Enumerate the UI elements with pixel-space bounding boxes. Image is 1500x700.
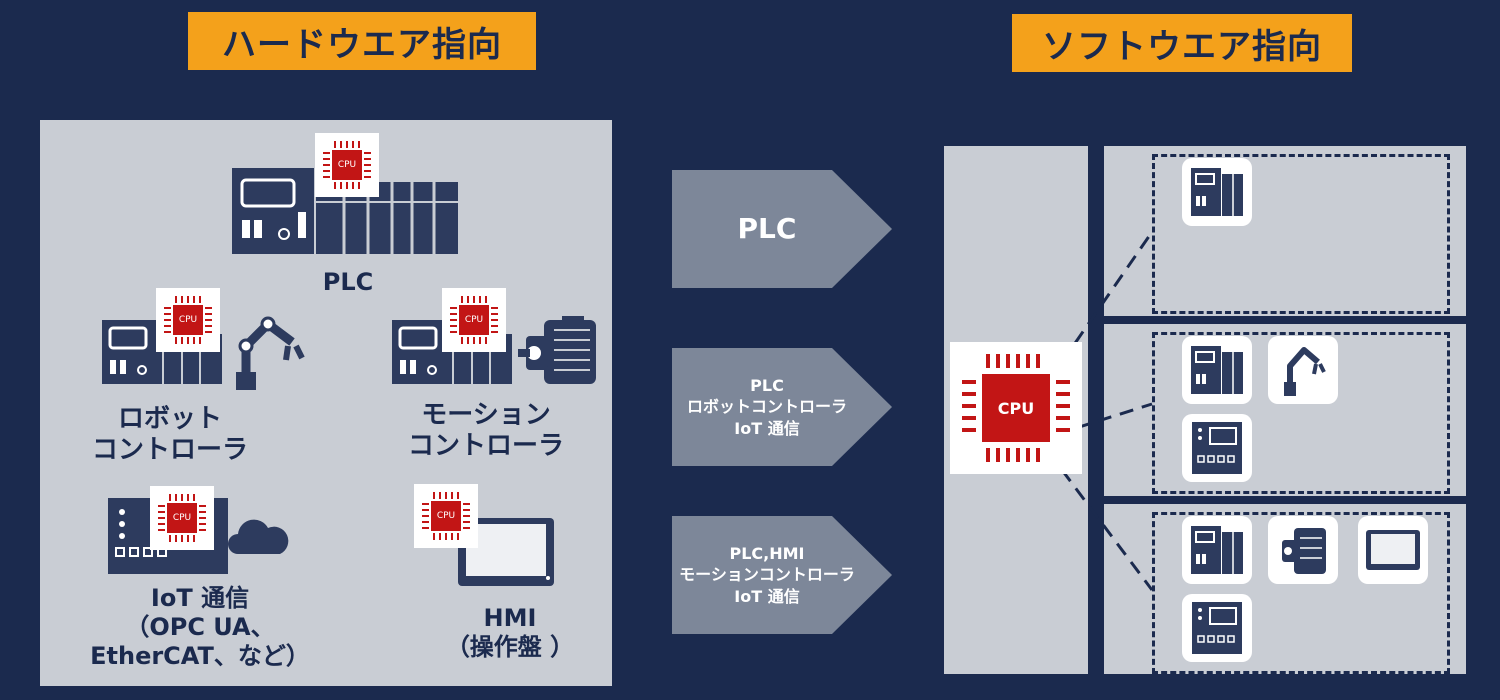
cpu-chip-icon <box>164 296 212 344</box>
motion-cpu-chip: CPU <box>442 288 506 352</box>
arrow-plc-robot-iot: PLC ロボットコントローラ IoT 通信 <box>672 348 892 466</box>
shared-cpu-label: CPU <box>997 398 1035 418</box>
tile-servo-motor <box>1268 516 1338 584</box>
iot-label-line2: （OPC UA、 <box>125 612 275 641</box>
tile-hmi-panel <box>1358 516 1428 584</box>
tile-plc <box>1182 516 1252 584</box>
robot-arm-icon <box>236 316 305 390</box>
hmi-label-line2: （操作盤 ） <box>445 632 575 661</box>
iot-label: IoT 通信 （OPC UA、 EtherCAT、など） <box>60 584 340 670</box>
hardware-panel: CPU PLC CPU ロボット コントローラ <box>40 120 612 686</box>
hardware-title: ハードウエア指向 <box>188 12 536 70</box>
cpu-chip-icon <box>158 494 206 542</box>
iot-label-line3: EtherCAT、など） <box>90 641 310 670</box>
cpu-chip-label: CPU <box>172 513 192 523</box>
cpu-chip-icon <box>962 354 1070 462</box>
cpu-chip-icon <box>323 141 371 189</box>
iot-cpu-chip: CPU <box>150 486 214 550</box>
servo-motor-icon <box>1282 528 1326 574</box>
hmi-panel-icon <box>1366 530 1420 570</box>
software-row-1 <box>1104 146 1466 316</box>
tile-robot-arm <box>1268 336 1338 404</box>
arrow3-line3: IoT 通信 <box>734 586 800 606</box>
shared-cpu-chip: CPU <box>950 342 1082 474</box>
hmi-label-line1: HMI <box>483 604 537 632</box>
arrow2-line2: ロボットコントローラ <box>686 397 847 417</box>
software-title: ソフトウエア指向 <box>1012 14 1352 72</box>
arrow-shape <box>672 170 892 288</box>
hmi-panel-icon <box>458 518 554 586</box>
tile-plc <box>1182 158 1252 226</box>
motion-controller-icon <box>392 320 512 384</box>
iot-board-icon <box>1192 602 1242 654</box>
tile-iot-board <box>1182 414 1252 482</box>
plc-cpu-chip: CPU <box>315 133 379 197</box>
cpu-chip-icon <box>422 492 470 540</box>
arrow-plc-line1: PLC <box>737 212 797 246</box>
cpu-chip-label: CPU <box>436 511 456 521</box>
robot-label-line1: ロボット <box>117 404 222 434</box>
cpu-chip-label: CPU <box>178 315 198 325</box>
motion-label-line2: コントローラ <box>407 431 564 462</box>
cloud-icon <box>228 519 289 554</box>
arrow-shape <box>672 348 892 466</box>
arrow-plc-hmi-motion-iot: PLC,HMI モーションコントローラ IoT 通信 <box>672 516 892 634</box>
tile-plc <box>1182 336 1252 404</box>
iot-board-icon <box>1192 422 1242 474</box>
robot-label-line2: コントローラ <box>91 435 248 466</box>
motion-controller-label: モーション コントローラ <box>376 400 596 462</box>
plc-label: PLC <box>322 268 374 296</box>
plc-icon <box>1191 526 1243 574</box>
motion-label-line1: モーション <box>421 400 551 430</box>
robot-arm-icon <box>1284 347 1326 396</box>
hmi-cpu-chip: CPU <box>414 484 478 548</box>
cpu-chip-icon <box>450 296 498 344</box>
plc-icon <box>1191 168 1243 216</box>
plc-icon <box>1191 346 1243 394</box>
vm-box-3 <box>1152 512 1450 674</box>
arrow2-line1: PLC <box>750 375 784 395</box>
vm-box-1 <box>1152 154 1450 314</box>
robot-cpu-chip: CPU <box>156 288 220 352</box>
iot-label-line1: IoT 通信 <box>150 584 250 612</box>
arrow3-line2: モーションコントローラ <box>679 565 855 585</box>
cpu-chip-label: CPU <box>464 315 484 325</box>
tile-iot-board <box>1182 594 1252 662</box>
cpu-chip-label: CPU <box>337 160 357 170</box>
arrow-plc: PLC <box>672 170 892 288</box>
hmi-label: HMI （操作盤 ） <box>430 604 590 662</box>
vm-box-2 <box>1152 332 1450 494</box>
servo-motor-icon <box>518 316 596 384</box>
robot-controller-icon <box>102 320 222 384</box>
arrow-shape <box>672 516 892 634</box>
arrow2-line3: IoT 通信 <box>734 418 800 438</box>
arrow3-line1: PLC,HMI <box>729 543 805 563</box>
robot-controller-label: ロボット コントローラ <box>60 404 280 466</box>
